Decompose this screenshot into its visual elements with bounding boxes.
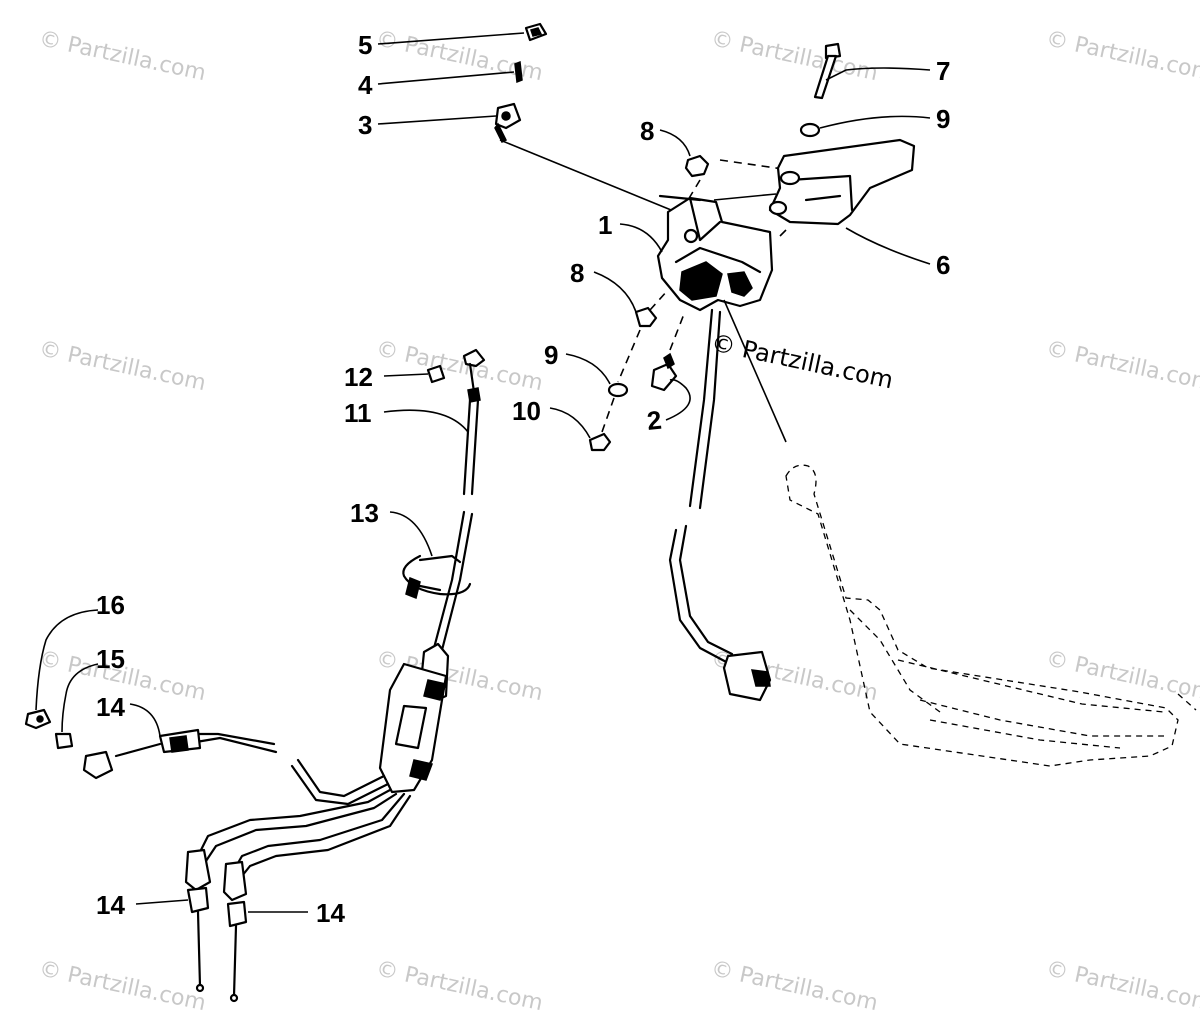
callout-label-11: 11 (344, 398, 372, 428)
callout-8-upper: 8 (640, 116, 691, 157)
callout-label-14-bottom-left: 14 (96, 890, 125, 920)
callout-5: 5 (358, 30, 525, 60)
handlebar-ghost (785, 464, 1197, 767)
callout-6: 6 (845, 227, 950, 280)
part-9-washer-upper[interactable] (799, 122, 821, 138)
watermark: © Partzilla.com (37, 336, 208, 396)
part-1-throttle-housing[interactable] (656, 194, 774, 312)
callout-4: 4 (358, 70, 515, 100)
watermark: © Partzilla.com (1044, 26, 1200, 86)
callout-label-14-bottom-right: 14 (316, 898, 345, 928)
callout-11: 11 (344, 398, 469, 433)
watermark: © Partzilla.com (1044, 646, 1200, 706)
callout-label-8-upper: 8 (640, 116, 654, 146)
callout-label-4: 4 (358, 70, 373, 100)
watermark: © Partzilla.com (1044, 956, 1200, 1016)
callout-14-bottom-left: 14 (96, 890, 189, 920)
cable-junction-box[interactable] (378, 642, 450, 794)
callout-label-12: 12 (344, 362, 373, 392)
callout-label-3: 3 (358, 110, 372, 140)
callout-10: 10 (512, 396, 591, 439)
callout-label-2: 2 (645, 405, 663, 436)
callout-9-upper: 9 (819, 104, 950, 134)
watermark-highlighted: © Partzilla.com (709, 328, 896, 394)
part-14-choke-cable[interactable] (82, 728, 278, 780)
callout-label-15: 15 (96, 644, 125, 674)
part-14-plunger-right[interactable] (222, 860, 248, 1003)
callout-label-13: 13 (350, 498, 379, 528)
part-7-bolt[interactable] (813, 42, 842, 100)
watermark: © Partzilla.com (374, 336, 545, 396)
part-3-clamp[interactable] (494, 102, 522, 144)
callout-2: 2 (645, 378, 691, 436)
part-13-clamp-band[interactable] (402, 554, 472, 600)
watermark: © Partzilla.com (37, 26, 208, 86)
callout-label-5: 5 (358, 30, 372, 60)
watermark: © Partzilla.com (374, 956, 545, 1016)
part-14-plunger-left[interactable] (184, 848, 212, 993)
callout-13: 13 (350, 498, 433, 557)
callout-14-bottom-right: 14 (248, 898, 345, 928)
callout-label-9-upper: 9 (936, 104, 950, 134)
part-15-nut[interactable] (54, 732, 74, 750)
callout-14-left: 14 (96, 692, 161, 737)
part-2-screw[interactable] (650, 352, 678, 392)
kill-switch-cable[interactable] (668, 308, 772, 702)
callout-3: 3 (358, 110, 497, 140)
part-6-cover[interactable] (768, 138, 916, 226)
callout-label-8-lower: 8 (570, 258, 584, 288)
callout-label-7: 7 (936, 56, 950, 86)
part-9-washer-lower[interactable] (607, 382, 629, 398)
callout-label-9-lower: 9 (544, 340, 558, 370)
part-12-cable-end[interactable] (426, 364, 446, 384)
watermark: © Partzilla.com (37, 956, 208, 1016)
callout-16: 16 (35, 590, 125, 711)
part-4-screw[interactable] (514, 60, 523, 84)
part-8-nut-upper[interactable] (684, 154, 710, 178)
watermark: © Partzilla.com (709, 26, 880, 86)
callout-label-1: 1 (598, 210, 612, 240)
watermark: © Partzilla.com (1044, 336, 1200, 396)
callout-label-16: 16 (96, 590, 125, 620)
part-11-throttle-cable[interactable] (432, 348, 486, 652)
callout-label-14-left: 14 (96, 692, 125, 722)
callout-12: 12 (344, 362, 429, 392)
callout-8-lower: 8 (570, 258, 637, 313)
part-16-washer[interactable] (24, 708, 52, 730)
part-10-cap[interactable] (588, 432, 612, 452)
callout-1: 1 (598, 210, 663, 253)
callout-7: 7 (825, 56, 950, 86)
callout-9-lower: 9 (544, 340, 611, 385)
watermark-layer: © Partzilla.com © Partzilla.com © Partzi… (37, 26, 1200, 1016)
watermark: © Partzilla.com (709, 956, 880, 1016)
callout-label-10: 10 (512, 396, 541, 426)
part-8-nut-lower[interactable] (634, 306, 658, 328)
part-5-cap[interactable] (524, 22, 548, 42)
carb-cables[interactable] (194, 758, 412, 878)
callout-label-6: 6 (936, 250, 950, 280)
callout-15: 15 (61, 644, 125, 733)
